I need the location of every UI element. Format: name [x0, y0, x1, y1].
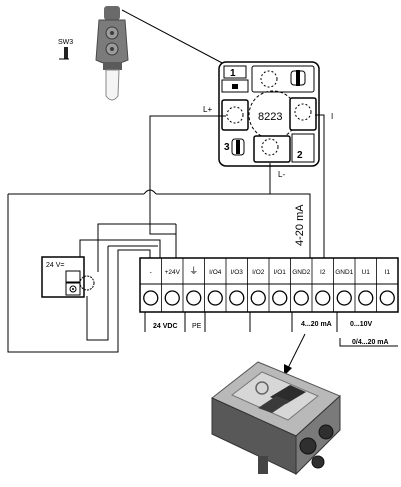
terminal-label: GND2 [292, 269, 310, 276]
device-logo-icon [255, 381, 269, 395]
terminal-screw-icon [379, 290, 395, 306]
group-24vdc: 24 VDC [153, 323, 178, 330]
sw3-switch: SW3 [58, 39, 73, 60]
terminal-i [289, 97, 317, 131]
sw3-label: SW3 [58, 39, 73, 46]
terminal-screw-icon [250, 290, 266, 306]
cable-gland-icon [299, 437, 317, 455]
terminal-label: - [150, 269, 152, 276]
terminal-l-plus [221, 99, 249, 131]
terminal-screw-icon [336, 290, 352, 306]
wire-label-l-minus: L- [278, 170, 285, 179]
terminal-screw-icon [272, 290, 288, 306]
terminal-screw-icon [358, 290, 374, 306]
pointer-arrow [284, 333, 306, 376]
terminal-screw-icon [143, 290, 159, 306]
terminal-screw-icon [207, 290, 223, 306]
pin-1-label: 1 [230, 68, 236, 79]
terminal-screw-icon [229, 290, 245, 306]
group-4-20ma: 4...20 mA [301, 321, 332, 328]
terminal-label: I/O3 [231, 269, 244, 276]
terminal-screw-icon [293, 290, 309, 306]
group-pe: PE [192, 323, 202, 330]
terminal-screw-icon [315, 290, 331, 306]
sw3-switch-body [64, 47, 68, 59]
pin-2-label: 2 [297, 150, 303, 161]
wiring [7, 114, 325, 353]
terminal-label: I/O2 [252, 269, 265, 276]
transmitter-8223: 1 8223 2 3 [218, 61, 320, 167]
terminals-layer: - +24V ⏚ I/O4 I/O3 I/O2 I/O1 GND2 I2 GND1 U1 I1 [143, 258, 395, 312]
terminal-label: GND1 [335, 269, 353, 276]
terminal-label: ⏚ [189, 266, 198, 276]
power-supply-24v: 24 V= [41, 256, 95, 298]
terminal-screw-icon [186, 290, 202, 306]
terminal-label: I2 [320, 269, 326, 276]
device-enclosure-image [211, 361, 341, 476]
model-label: 8223 [258, 111, 282, 123]
terminal-label: I1 [385, 269, 391, 276]
terminal-l-minus [253, 135, 291, 163]
terminal-label: I/O1 [274, 269, 287, 276]
terminal-label: U1 [362, 269, 371, 276]
pin-3-label: 3 [224, 142, 230, 153]
wire-label-l-plus: L+ [203, 105, 212, 114]
terminal-groups [144, 312, 398, 347]
wire-label-i: I [331, 112, 333, 121]
terminal-screw-icon [164, 290, 180, 306]
group-0-10v: 0...10V [350, 321, 373, 328]
terminal-label: +24V [165, 269, 181, 276]
power-supply-label: 24 V= [46, 262, 65, 269]
group-0-4-20ma: 0/4...20 mA [352, 339, 389, 346]
terminal-label: I/O4 [209, 269, 222, 276]
sensor-probe-image [95, 6, 129, 101]
signal-label: 4-20 mA [294, 204, 306, 246]
